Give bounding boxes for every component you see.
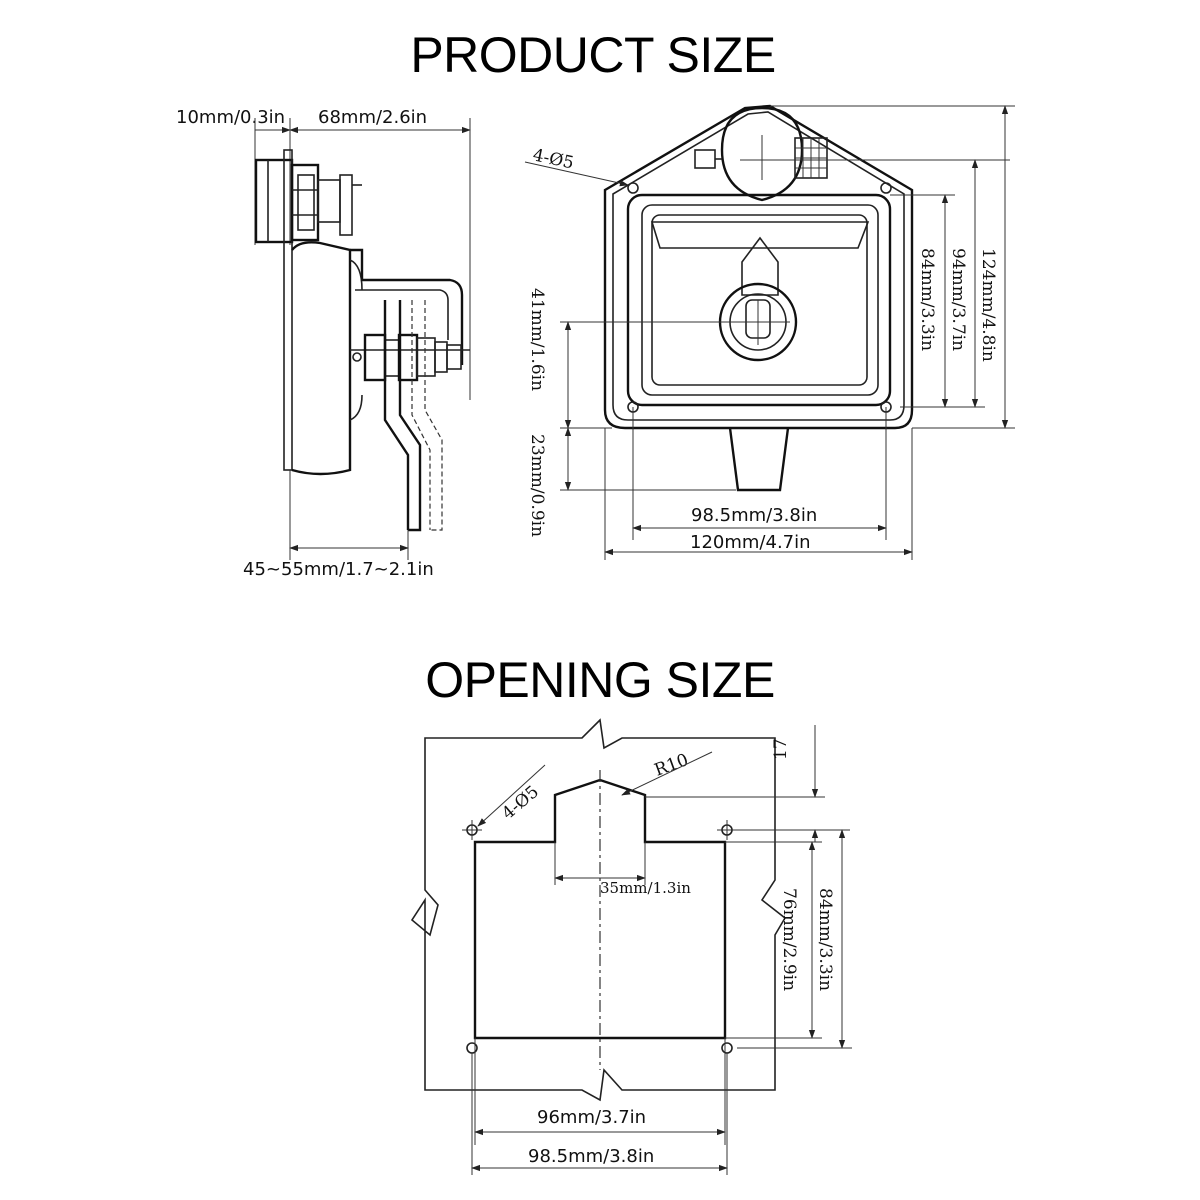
side-view: 10mm/0.3in 68mm/2.6in bbox=[176, 107, 471, 580]
front-holes-label: 4-Ø5 bbox=[531, 145, 576, 173]
opening-top-offset-label: 17 bbox=[771, 738, 791, 760]
opening-width-985-label: 98.5mm/3.8in bbox=[528, 1146, 654, 1167]
side-bottom-label: 45~55mm/1.7~2.1in bbox=[243, 559, 434, 580]
front-height-23-label: 23mm/0.9in bbox=[527, 434, 547, 537]
opening-radius-label: R10 bbox=[652, 750, 691, 781]
front-width-985-label: 98.5mm/3.8in bbox=[691, 505, 817, 526]
opening-view: 4-Ø5 R10 17 35mm/1.3in 76mm/2.9in 84mm/3… bbox=[410, 718, 852, 1175]
opening-height-76-label: 76mm/2.9in bbox=[779, 888, 799, 991]
opening-size-title: OPENING SIZE bbox=[425, 652, 775, 708]
opening-width-96-label: 96mm/3.7in bbox=[537, 1107, 646, 1128]
front-height-94-label: 94mm/3.7in bbox=[948, 248, 968, 351]
side-top-right-label: 68mm/2.6in bbox=[318, 107, 427, 128]
opening-notch-width-label: 35mm/1.3in bbox=[600, 879, 691, 897]
lock-grip-pattern bbox=[794, 137, 828, 179]
front-width-120-label: 120mm/4.7in bbox=[690, 532, 811, 553]
front-view: 4-Ø5 124mm/4.8in 94mm/3.7in 84mm/3.3in 4… bbox=[524, 104, 1015, 560]
opening-height-84-label: 84mm/3.3in bbox=[815, 888, 835, 991]
front-height-84-label: 84mm/3.3in bbox=[917, 248, 937, 351]
side-top-left-label: 10mm/0.3in bbox=[176, 107, 285, 128]
opening-holes-label: 4-Ø5 bbox=[498, 782, 543, 824]
product-size-title: PRODUCT SIZE bbox=[410, 27, 775, 83]
front-height-124-label: 124mm/4.8in bbox=[978, 248, 998, 362]
front-height-41-label: 41mm/1.6in bbox=[527, 288, 547, 391]
